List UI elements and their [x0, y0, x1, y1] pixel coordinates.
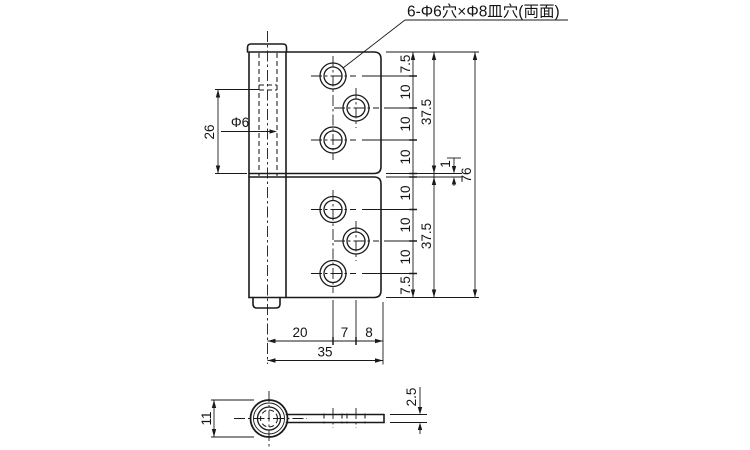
dim-leaf-thickness: 2.5 [390, 387, 427, 434]
leaf-lower-outline [248, 176, 382, 299]
dim-text-leaf-upper: 37.5 [419, 99, 434, 125]
dim-knuckle-diameter: 11 [199, 399, 254, 438]
dim-bottom-widths: 20 7 8 35 [267, 300, 384, 365]
dim-text-pin-depth: 26 [202, 124, 217, 139]
callout-hole-spec: 6-Φ6穴×Φ8皿穴(両面) [342, 3, 568, 69]
callout-text: 6-Φ6穴×Φ8皿穴(両面) [407, 3, 560, 21]
dim-text-col1-to-col2: 7 [341, 325, 349, 340]
dim-text-pitch-5: 10 [398, 217, 413, 232]
dim-hole-pitch-chain: 7.5 10 10 10 10 10 10 7.5 [398, 52, 417, 298]
dim-text-pitch-6: 10 [398, 249, 413, 264]
dim-leaf-gap: 1 [438, 157, 461, 186]
barrel-bottom-cap [252, 296, 281, 309]
dim-text-col2-to-edge: 8 [365, 325, 373, 340]
bottom-view: 11 2.5 [199, 387, 427, 447]
hinge-barrel [246, 31, 288, 364]
front-view: 6-Φ6穴×Φ8皿穴(両面) [202, 3, 568, 365]
dim-text-pitch-2: 10 [398, 116, 413, 131]
dim-text-gap: 1 [438, 160, 453, 168]
leaf-plan-outline [285, 408, 385, 428]
dim-text-total-height: 76 [459, 167, 474, 182]
dim-text-center-to-col1: 20 [292, 325, 307, 340]
label-pin-diameter: Φ6 [221, 115, 277, 134]
callout-leader-line [342, 19, 406, 69]
countersunk-holes [311, 56, 379, 293]
dim-text-pitch-1: 10 [398, 84, 413, 99]
dim-text-edge-top: 7.5 [398, 55, 413, 74]
knuckle-circles [234, 391, 307, 447]
dim-text-edge-bottom: 7.5 [398, 276, 413, 295]
dim-text-pin-diameter: Φ6 [231, 115, 249, 130]
barrel-top-cap [246, 43, 288, 53]
dim-text-leaf-thickness: 2.5 [404, 388, 419, 407]
pin-hole-hidden-lines [258, 53, 278, 176]
dim-text-half-width: 35 [317, 345, 332, 360]
hole-centerlines [311, 56, 379, 293]
dim-text-pitch-4: 10 [398, 185, 413, 200]
leaf-upper-outline [248, 51, 382, 175]
dim-total-height: 76 [459, 52, 478, 298]
right-extension-lines [362, 51, 479, 298]
dim-text-leaf-lower: 37.5 [419, 223, 434, 249]
dim-text-knuckle-diameter: 11 [199, 411, 214, 425]
dim-leaf-heights: 37.5 37.5 [419, 52, 437, 298]
dim-text-pitch-3: 10 [398, 149, 413, 164]
leaf-plan-hole-marks [323, 408, 366, 428]
dim-pin-depth: 26 [202, 89, 259, 174]
